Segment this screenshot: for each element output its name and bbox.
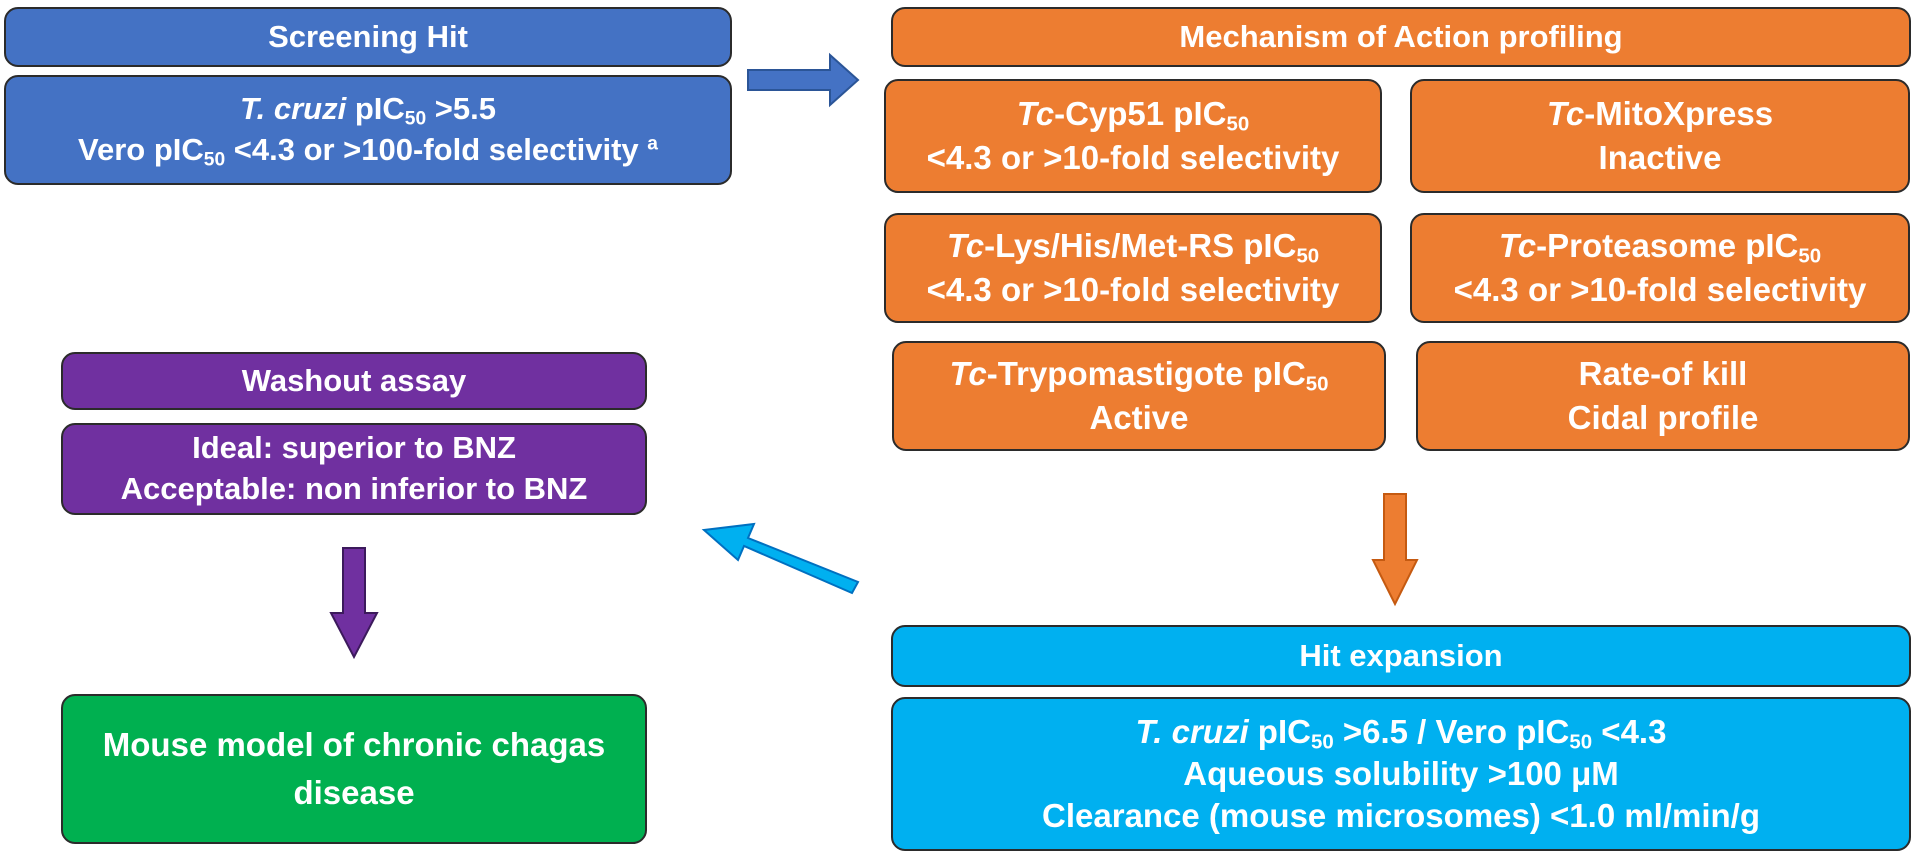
mouse-model-box: Mouse model of chronic chagas disease — [61, 694, 647, 844]
moa-lys-his-met-box: Tc-Lys/His/Met-RS pIC50 <4.3 or >10-fold… — [884, 213, 1382, 323]
screening-criteria-line1: T. cruzi pIC50 >5.5 — [240, 91, 496, 130]
moa-proteasome-line2: <4.3 or >10-fold selectivity — [1453, 271, 1867, 308]
washout-criteria-box: Ideal: superior to BNZ Acceptable: non i… — [61, 423, 647, 515]
hit-expansion-line3: Clearance (mouse microsomes) <1.0 ml/min… — [1041, 797, 1761, 835]
moa-rate-of-kill-box: Rate-of kill Cidal profile — [1416, 341, 1910, 451]
hit-expansion-title: Hit expansion — [1299, 637, 1503, 673]
hit-expansion-line1: T. cruzi pIC50 >6.5 / Vero pIC50 <4.3 — [1135, 712, 1667, 754]
moa-proteasome-box: Tc-Proteasome pIC50 <4.3 or >10-fold sel… — [1410, 213, 1910, 323]
hit-expansion-criteria-box: T. cruzi pIC50 >6.5 / Vero pIC50 <4.3 Aq… — [891, 697, 1911, 851]
moa-cyp51-line2: <4.3 or >10-fold selectivity — [926, 139, 1340, 176]
moa-lys-his-met-line1: Tc-Lys/His/Met-RS pIC50 — [946, 227, 1320, 269]
moa-trypomastigote-line2: Active — [1089, 399, 1189, 436]
arrow-moa-to-hit-expansion — [1371, 493, 1419, 607]
washout-criteria-line2: Acceptable: non inferior to BNZ — [120, 471, 588, 506]
washout-criteria-line1: Ideal: superior to BNZ — [192, 430, 516, 466]
mouse-model-line1: Mouse model of chronic chagas — [102, 726, 606, 764]
hit-expansion-title-box: Hit expansion — [891, 625, 1911, 687]
moa-mitoxpress-line1: Tc-MitoXpress — [1546, 95, 1774, 133]
arrow-screening-to-moa — [747, 52, 860, 108]
moa-rate-of-kill-line2: Cidal profile — [1567, 399, 1759, 436]
moa-lys-his-met-line2: <4.3 or >10-fold selectivity — [926, 271, 1340, 308]
moa-mitoxpress-box: Tc-MitoXpress Inactive — [1410, 79, 1910, 193]
screening-criteria-box: T. cruzi pIC50 >5.5 Vero pIC50 <4.3 or >… — [4, 75, 732, 185]
mouse-model-line2: disease — [293, 774, 415, 811]
moa-trypomastigote-line1: Tc-Trypomastigote pIC50 — [949, 355, 1329, 397]
moa-proteasome-line1: Tc-Proteasome pIC50 — [1498, 227, 1822, 269]
screening-title-box: Screening Hit — [4, 7, 732, 67]
arrow-hit-expansion-to-washout — [701, 522, 860, 595]
moa-rate-of-kill-line1: Rate-of kill — [1578, 355, 1748, 393]
moa-trypomastigote-box: Tc-Trypomastigote pIC50 Active — [892, 341, 1386, 451]
screening-title: Screening Hit — [268, 18, 468, 54]
moa-title: Mechanism of Action profiling — [1179, 18, 1623, 54]
screening-criteria-line2: Vero pIC50 <4.3 or >100-fold selectivity… — [78, 132, 658, 171]
moa-mitoxpress-line2: Inactive — [1598, 139, 1722, 176]
moa-title-box: Mechanism of Action profiling — [891, 7, 1911, 67]
washout-title-box: Washout assay — [61, 352, 647, 410]
moa-cyp51-box: Tc-Cyp51 pIC50 <4.3 or >10-fold selectiv… — [884, 79, 1382, 193]
arrow-washout-to-mouse — [329, 547, 379, 660]
washout-title: Washout assay — [241, 362, 467, 398]
moa-cyp51-line1: Tc-Cyp51 pIC50 — [1016, 95, 1250, 137]
hit-expansion-line2: Aqueous solubility >100 μM — [1183, 754, 1619, 792]
